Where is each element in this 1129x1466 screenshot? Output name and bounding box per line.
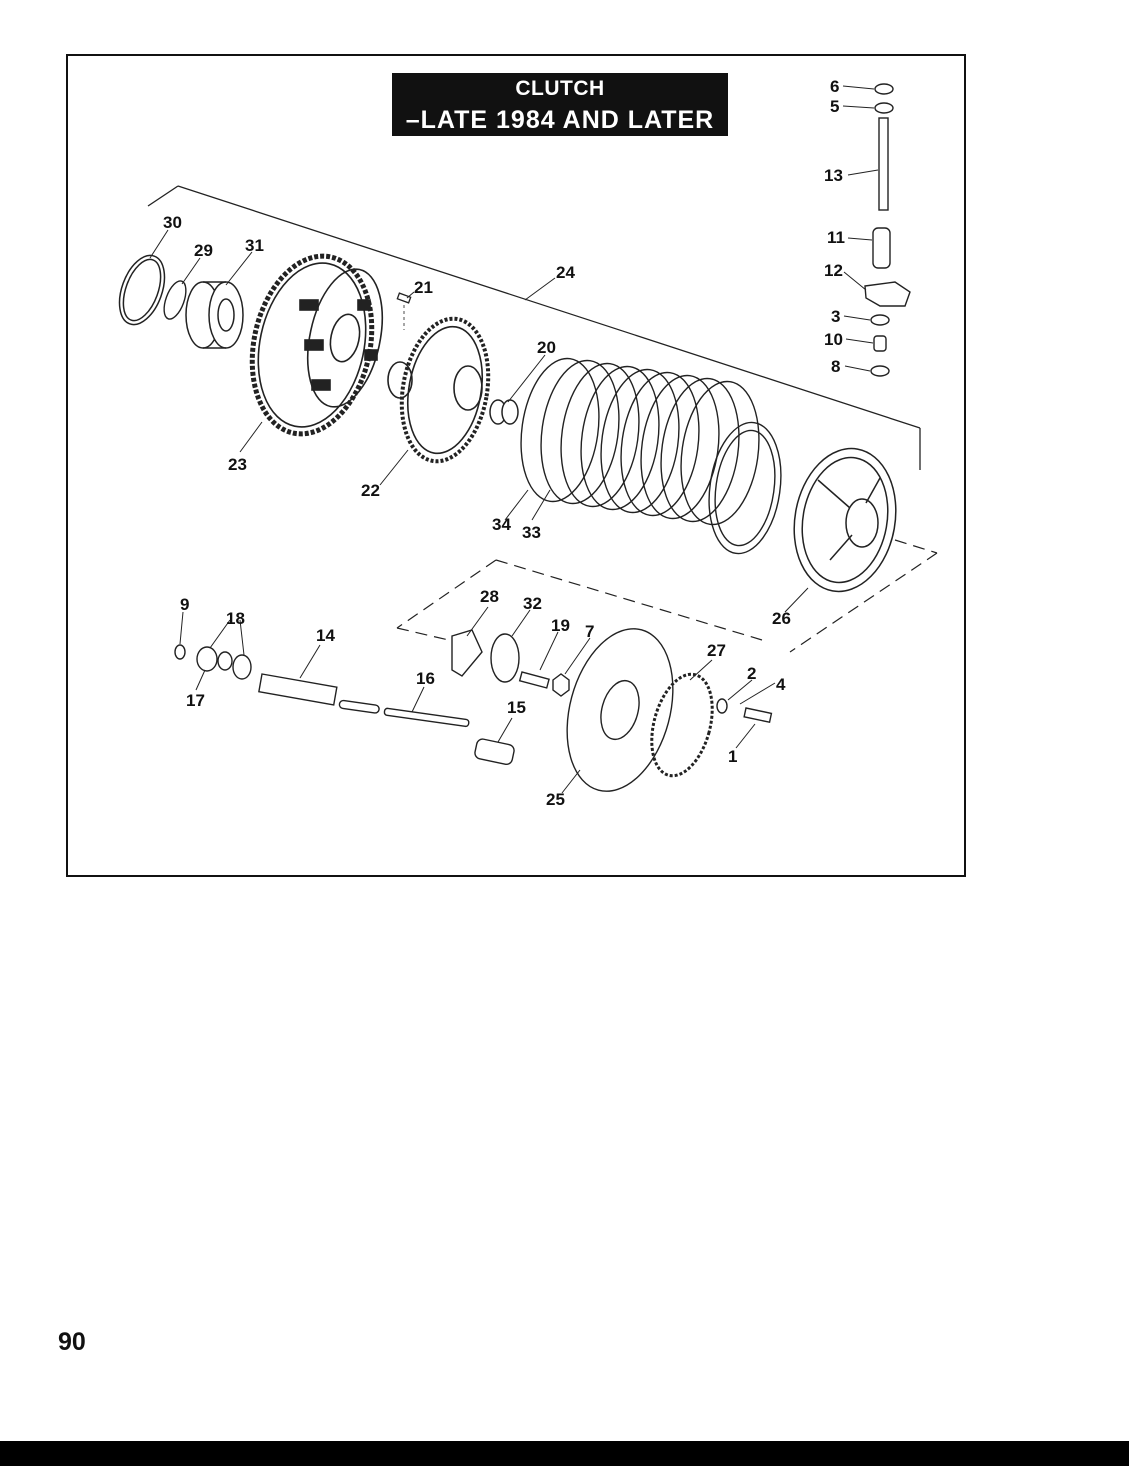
callout-16: 16: [416, 669, 435, 688]
clutch-hub-22: [387, 316, 491, 464]
callout-21: 21: [414, 278, 433, 297]
callout-8: 8: [831, 357, 840, 376]
callout-4: 4: [776, 675, 786, 694]
washer-2: [716, 698, 728, 714]
callout-17: 17: [186, 691, 205, 710]
washer-3: [870, 314, 890, 326]
callout-11: 11: [827, 228, 845, 247]
callout-14: 14: [316, 626, 335, 645]
callout-27: 27: [707, 641, 726, 660]
diagram-subtitle: –LATE 1984 AND LATER: [405, 106, 715, 134]
diagram-title: CLUTCH: [515, 77, 605, 100]
callout-12: 12: [824, 261, 843, 280]
throwout-bearing-rod-14: [258, 673, 338, 706]
diagram-frame: [66, 54, 966, 877]
callout-labels: 6 5 13 11 12 3 10 8 30 29 31 21 24 20 23…: [163, 77, 845, 809]
upper-assembly-outline: [147, 185, 921, 470]
diagram-title-box: CLUTCH –LATE 1984 AND LATER: [392, 73, 728, 136]
push-rod-end-15: [474, 738, 515, 766]
nut-7: [552, 673, 570, 697]
callout-22: 22: [361, 481, 380, 500]
callout-34: 34: [492, 515, 511, 534]
callout-31: 31: [245, 236, 264, 255]
page-number: 90: [58, 1328, 86, 1356]
callout-28: 28: [480, 587, 499, 606]
bearing-18: [217, 651, 233, 671]
callout-3: 3: [831, 307, 840, 326]
snap-ring-30: [118, 254, 166, 326]
washer-17: [196, 646, 218, 672]
callout-6: 6: [830, 77, 839, 96]
plate-28: [451, 629, 483, 677]
spacer-10: [873, 335, 887, 352]
callout-9: 9: [180, 595, 189, 614]
washer-5: [874, 102, 894, 114]
bushing-20: [489, 399, 519, 425]
bolt-1: [743, 707, 773, 724]
clutch-shell-23: [249, 253, 384, 437]
clip-8: [870, 365, 890, 377]
callout-32: 32: [523, 594, 542, 613]
callout-1: 1: [728, 747, 737, 766]
nut-6: [874, 83, 894, 95]
callout-29: 29: [194, 241, 213, 260]
callout-2: 2: [747, 664, 756, 683]
leader-lines: [149, 85, 879, 794]
callout-23: 23: [228, 455, 247, 474]
key-21: [396, 292, 412, 304]
lower-parts: [174, 628, 773, 792]
push-rod-16: [383, 707, 470, 728]
callout-15: 15: [507, 698, 526, 717]
lever-12: [864, 281, 911, 307]
sleeve-11: [872, 227, 891, 269]
callout-26: 26: [772, 609, 791, 628]
screw-19: [518, 671, 550, 689]
callout-13: 13: [824, 166, 843, 185]
callout-20: 20: [537, 338, 556, 357]
callout-10: 10: [824, 330, 843, 349]
callout-19: 19: [551, 616, 570, 635]
callout-18: 18: [226, 609, 245, 628]
callout-33: 33: [522, 523, 541, 542]
clutch-plate-stack-33-34: [520, 357, 782, 555]
bottom-bar: [0, 1441, 1129, 1466]
callout-5: 5: [830, 97, 839, 116]
lower-assembly-outline: [396, 539, 938, 653]
adjusting-screw-13: [878, 117, 889, 211]
pressure-plate-26: [793, 447, 897, 593]
small-parts-column: [864, 83, 911, 377]
callout-25: 25: [546, 790, 565, 809]
washer-18: [232, 654, 252, 680]
clip-9: [174, 644, 186, 660]
callout-24: 24: [556, 263, 575, 282]
callout-7: 7: [585, 622, 594, 641]
spring-plate-25: [566, 628, 674, 792]
push-rod-short: [338, 699, 380, 714]
ring-32: [490, 633, 520, 683]
bearing-31: [185, 281, 244, 349]
callout-30: 30: [163, 213, 182, 232]
spring-27: [650, 672, 714, 778]
retaining-ring-29: [163, 280, 187, 320]
